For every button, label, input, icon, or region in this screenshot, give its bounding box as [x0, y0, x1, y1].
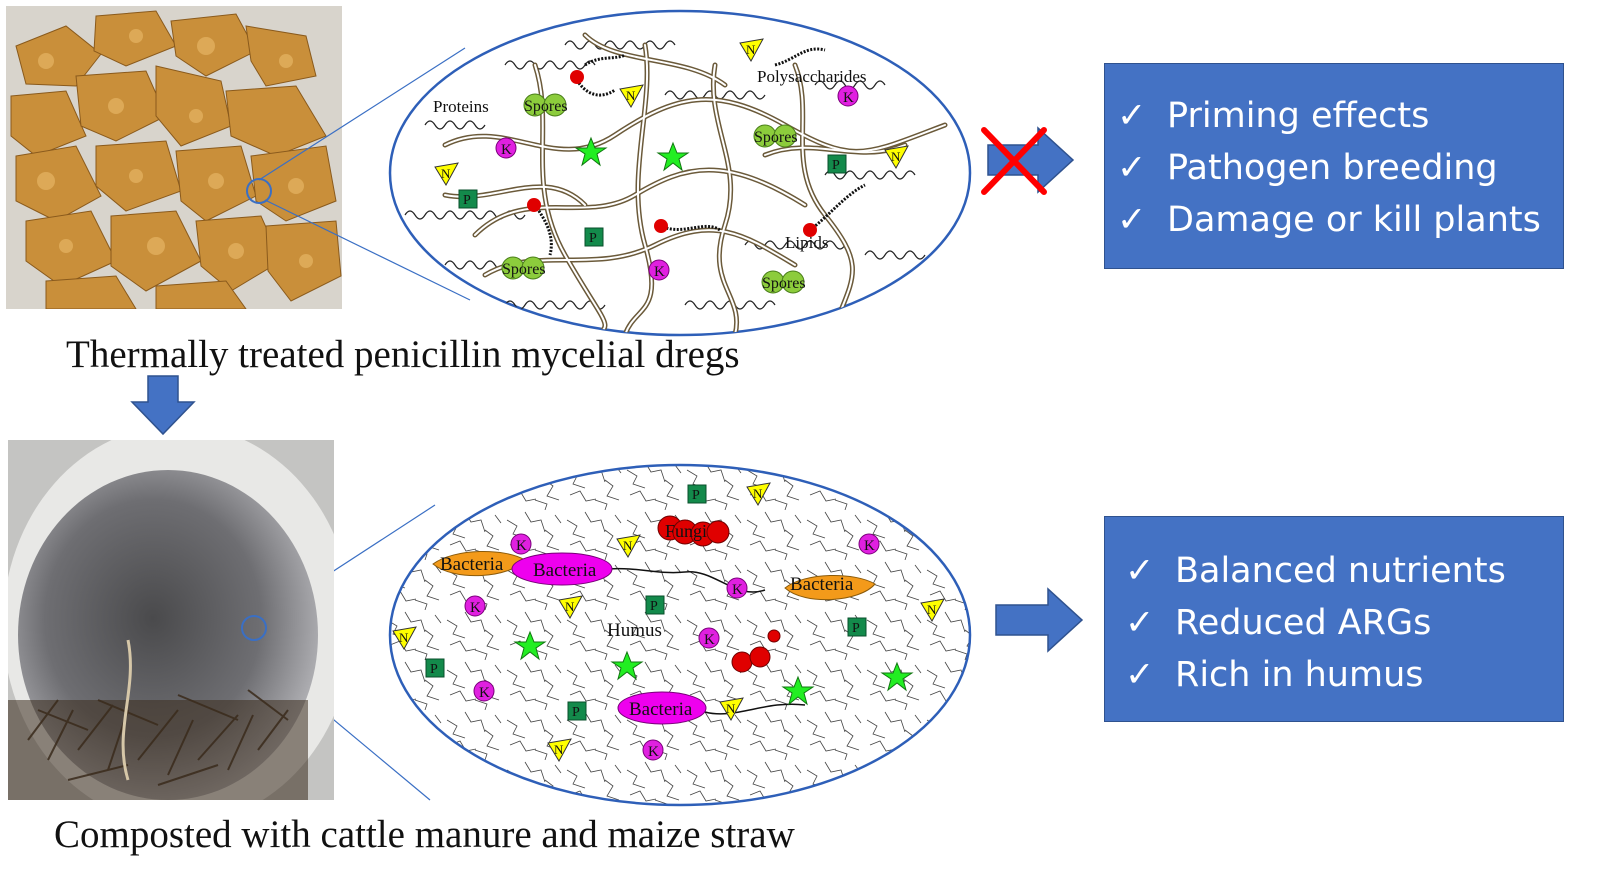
- svg-text:P: P: [430, 662, 438, 677]
- negative-effects-box: ✓Priming effects ✓Pathogen breeding ✓Dam…: [1104, 63, 1564, 269]
- svg-text:N: N: [753, 486, 763, 501]
- effect-item: ✓Reduced ARGs: [1125, 597, 1563, 649]
- svg-text:N: N: [623, 538, 633, 553]
- check-icon: ✓: [1125, 551, 1155, 591]
- svg-text:K: K: [501, 142, 512, 158]
- svg-text:P: P: [852, 621, 860, 636]
- svg-text:N: N: [927, 602, 937, 617]
- down-arrow: [130, 375, 196, 436]
- fungi-markers: [657, 515, 781, 673]
- mycelium-ellipse: Spores Spores Spores Spores K K K P P P …: [388, 9, 972, 337]
- svg-text:N: N: [565, 599, 575, 614]
- rejected-arrow: [981, 126, 1075, 195]
- check-icon: ✓: [1117, 148, 1147, 188]
- effect-item: ✓Pathogen breeding: [1117, 142, 1563, 194]
- svg-text:K: K: [470, 600, 481, 616]
- svg-text:P: P: [463, 193, 471, 208]
- svg-text:N: N: [626, 88, 636, 103]
- top-caption: Thermally treated penicillin mycelial dr…: [66, 333, 740, 376]
- label-fungi: Fungi: [665, 521, 707, 541]
- svg-text:K: K: [843, 90, 854, 106]
- check-icon: ✓: [1117, 200, 1147, 240]
- svg-text:Spores: Spores: [762, 275, 806, 292]
- mycelial-dregs-photo: [6, 6, 342, 309]
- bottom-caption: Composted with cattle manure and maize s…: [54, 813, 795, 856]
- spore-markers: Spores Spores Spores Spores: [501, 93, 806, 294]
- check-icon: ✓: [1125, 603, 1155, 643]
- svg-text:Bacteria: Bacteria: [790, 574, 854, 595]
- check-icon: ✓: [1125, 655, 1155, 695]
- red-cross-icon: [981, 127, 1047, 195]
- svg-text:K: K: [479, 685, 490, 701]
- svg-text:N: N: [441, 166, 451, 181]
- bacteria-markers: Bacteria Bacteria Bacteria Bacteria: [432, 550, 876, 725]
- svg-text:Bacteria: Bacteria: [629, 699, 693, 720]
- svg-text:P: P: [589, 231, 597, 246]
- svg-text:K: K: [648, 744, 659, 760]
- effect-item: ✓Balanced nutrients: [1125, 545, 1563, 597]
- result-arrow: [995, 587, 1084, 653]
- svg-text:Spores: Spores: [502, 261, 546, 278]
- svg-text:P: P: [650, 599, 658, 614]
- svg-text:K: K: [516, 538, 527, 554]
- svg-text:Spores: Spores: [524, 98, 568, 115]
- svg-text:N: N: [891, 149, 901, 164]
- compost-photo: [8, 440, 334, 800]
- svg-text:N: N: [726, 701, 736, 716]
- label-proteins: Proteins: [433, 97, 489, 116]
- svg-text:N: N: [554, 742, 564, 757]
- svg-text:K: K: [732, 582, 743, 598]
- svg-text:P: P: [692, 488, 700, 503]
- svg-text:K: K: [654, 264, 665, 280]
- label-humus: Humus: [607, 620, 662, 641]
- svg-text:Bacteria: Bacteria: [440, 554, 504, 575]
- svg-text:N: N: [746, 42, 756, 57]
- check-icon: ✓: [1117, 96, 1147, 136]
- svg-text:K: K: [704, 632, 715, 648]
- svg-text:N: N: [399, 630, 409, 645]
- effect-item: ✓Priming effects: [1117, 90, 1563, 142]
- svg-text:Spores: Spores: [754, 129, 798, 146]
- label-polysaccharides: Polysaccharides: [757, 67, 867, 86]
- svg-text:K: K: [864, 538, 875, 554]
- label-lipids: Lipids: [785, 233, 828, 252]
- svg-text:P: P: [572, 705, 580, 720]
- svg-text:Bacteria: Bacteria: [533, 560, 597, 581]
- effect-item: ✓Rich in humus: [1125, 649, 1563, 701]
- compost-ellipse: Bacteria Bacteria Bacteria Bacteria Fung…: [388, 463, 972, 807]
- effect-item: ✓Damage or kill plants: [1117, 194, 1563, 246]
- svg-text:P: P: [832, 158, 840, 173]
- positive-effects-box: ✓Balanced nutrients ✓Reduced ARGs ✓Rich …: [1104, 516, 1564, 722]
- lipid-dots: [527, 70, 817, 237]
